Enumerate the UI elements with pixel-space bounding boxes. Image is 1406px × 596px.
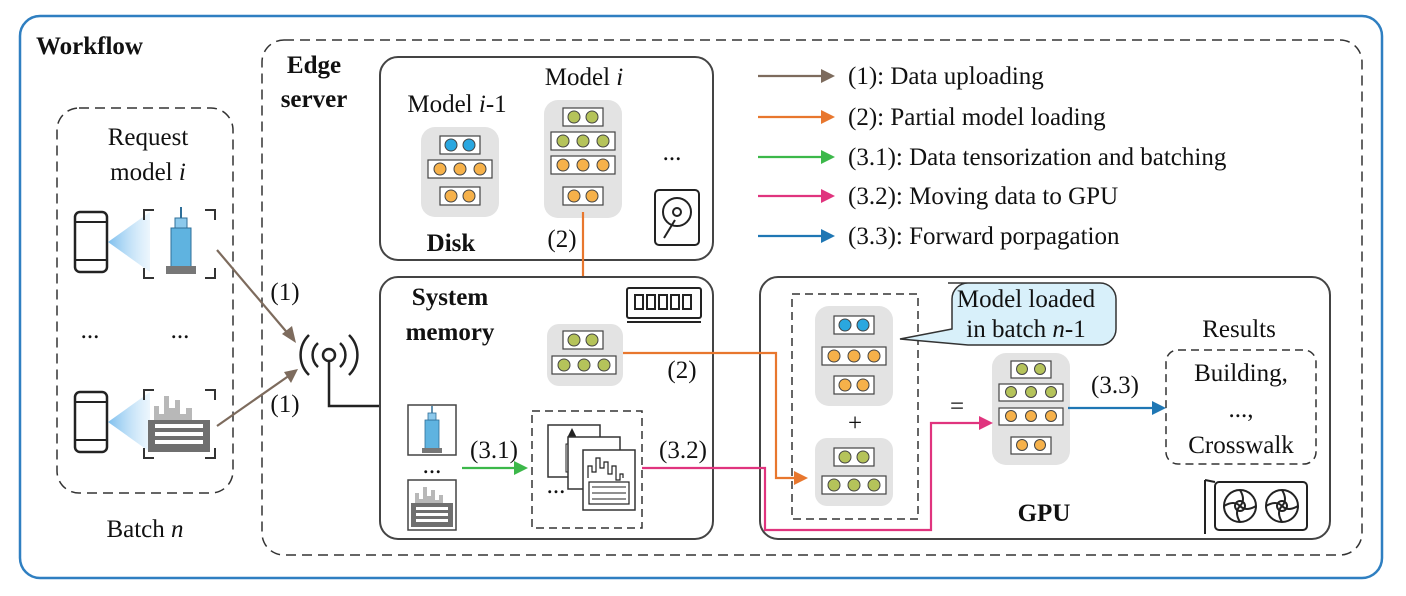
model-cur-label: Model i [545,64,624,91]
workflow-title: Workflow [36,33,143,60]
legend-item: (3.2): Moving data to GPU [758,183,1118,210]
gpu-card-icon [1204,479,1308,534]
client-batch-box [56,107,234,494]
legend-item: (2): Partial model loading [758,104,1106,131]
gpu-prev-partial-model [815,306,893,406]
outer-frame [18,14,1384,580]
gpu-title: GPU [1018,500,1071,527]
ram-icon [626,287,702,323]
camera-beam [108,392,150,452]
legend-label: (3.1): Data tensorization and batching [848,144,1227,171]
edge-server-title-line1: Edge [287,52,341,79]
results-line3: Crosswalk [1188,432,1294,459]
hard-disk-icon [654,189,700,246]
disk-ellipsis: ... [663,139,682,166]
client-ellipsis-left: ... [81,317,100,344]
request-label-line1: Request [108,124,189,151]
tensor-batch-box [531,410,643,529]
memory-crosswalk-image [407,479,457,531]
batch-label: Batch n [106,516,183,543]
legend-item: (3.1): Data tensorization and batching [758,144,1227,171]
memory-title-line2: memory [406,319,495,346]
tensorization-label: (3.1) [470,437,518,464]
legend: (1): Data uploading (2): Partial model l… [758,63,1227,250]
forward-label: (3.3) [1091,372,1139,399]
disk-load-label: (2) [547,226,576,253]
equals-sign: = [950,393,964,420]
photo-frame-building [143,209,216,279]
legend-label: (3.3): Forward porpagation [848,223,1120,250]
antenna-icon [299,334,380,408]
forward-arrow [1068,401,1166,415]
model-prev-label: Model i-1 [407,91,506,118]
model-cur-network [544,100,622,218]
results-box [1165,349,1317,465]
callout-line1: Model loaded [957,286,1096,313]
phone-icon [73,210,109,274]
legend-item: (1): Data uploading [758,63,1044,90]
edge-server-title-line2: server [281,86,348,113]
callout-line2: in batch n-1 [966,316,1085,343]
upload-label-bottom: (1) [270,391,299,418]
edge-server-box [261,39,1363,556]
phone-icon [73,390,109,454]
legend-item: (3.3): Forward porpagation [758,223,1120,250]
memory-building-image [407,404,457,456]
gpu-new-partial-model [815,438,893,506]
tensor-stack [547,424,636,511]
legend-label: (3.2): Moving data to GPU [848,183,1118,210]
camera-beam [108,212,150,272]
callout-bubble [899,282,1117,346]
legend-label: (1): Data uploading [848,63,1044,90]
tensorization-arrow [462,461,528,475]
memory-ellipsis-1: ... [423,452,442,479]
partial-load-arrow [623,351,808,485]
gpu-assembled-model [992,353,1070,465]
memory-title-line1: System [412,284,489,311]
upload-label-top: (1) [270,279,299,306]
photo-frame-crosswalk [143,389,216,459]
skyscraper-icon [166,207,196,274]
plus-sign: + [848,410,862,437]
gpu-model-composition-box [791,293,919,520]
memory-load-label: (2) [667,357,696,384]
upload-arrow [216,369,298,427]
model-prev-network [421,127,499,217]
request-label-line2: model i [110,159,186,186]
upload-arrow [216,249,296,343]
crosswalk-icon [148,396,210,452]
legend-label: (2): Partial model loading [848,104,1106,131]
results-line2: ..., [1229,396,1254,423]
move-to-gpu-label: (3.2) [659,437,707,464]
results-line1: Building, [1194,360,1288,387]
memory-ellipsis-2: ... [547,472,566,499]
results-title: Results [1202,316,1276,343]
move-to-gpu-arrow [642,416,993,532]
memory-partial-model [547,324,623,386]
client-ellipsis-right: ... [171,317,190,344]
disk-title: Disk [427,230,476,257]
